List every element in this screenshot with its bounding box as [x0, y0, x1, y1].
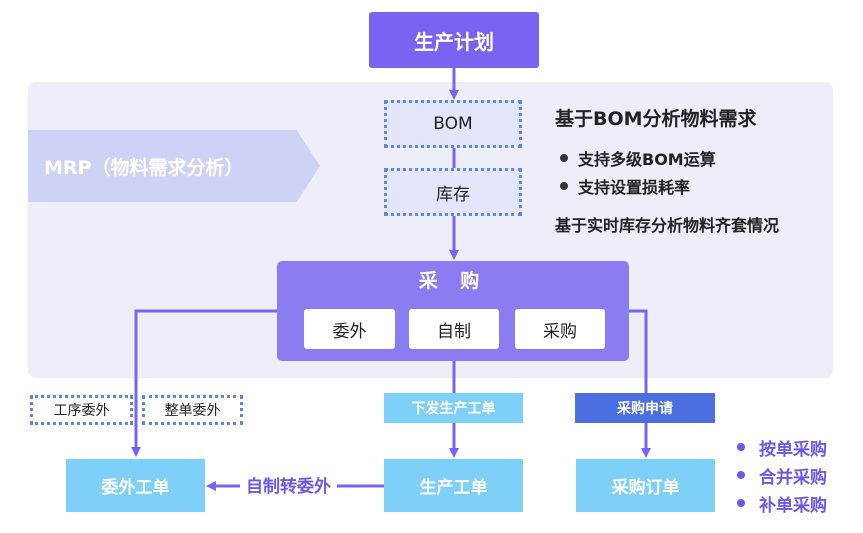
production-plan-node[interactable]: 生产计划 — [369, 12, 539, 68]
info-bullet-item: 支持设置损耗率 — [560, 174, 690, 198]
tag-whole-outsource: 整单委外 — [142, 395, 243, 425]
tag-process-outsource: 工序委外 — [30, 395, 133, 425]
purchase-method-item: 补单采购 — [737, 489, 827, 517]
purchase-method-item: 合并采购 — [737, 461, 827, 489]
convert-to-outsource-label: 自制转委外 — [240, 472, 337, 497]
bullet-dot-icon — [737, 443, 745, 451]
option-purchase[interactable]: 采购 — [515, 309, 605, 349]
arrow-to-purchase-order — [629, 309, 651, 458]
mrp-arrow-shape — [28, 130, 320, 202]
bullet-dot-icon — [737, 499, 745, 507]
bullet-dot-icon — [560, 182, 568, 190]
outsource-order-node[interactable]: 委外工单 — [66, 459, 205, 512]
bom-node[interactable]: BOM — [384, 100, 522, 148]
tag-issue-work-order: 下发生产工单 — [384, 393, 523, 423]
production-order-node[interactable]: 生产工单 — [384, 459, 523, 512]
option-outsource[interactable]: 委外 — [304, 309, 395, 349]
info-bullet-item: 支持多级BOM运算 — [560, 146, 716, 170]
bullet-dot-icon — [737, 471, 745, 479]
bullet-dot-icon — [560, 154, 568, 162]
info-bullet-text: 支持设置损耗率 — [578, 178, 691, 197]
option-self-made[interactable]: 自制 — [409, 309, 499, 349]
info-bullet-text: 支持多级BOM运算 — [578, 150, 716, 169]
stock-node[interactable]: 库存 — [384, 168, 522, 216]
info-note: 基于实时库存分析物料齐套情况 — [555, 216, 780, 235]
purchase-method-text: 合并采购 — [759, 467, 827, 488]
purchase-title: 采 购 — [418, 269, 488, 292]
mrp-label: MRP（物料需求分析） — [44, 156, 244, 179]
arrow-to-outsource-order — [131, 309, 277, 457]
purchase-method-text: 按单采购 — [759, 439, 827, 460]
info-title: 基于BOM分析物料需求 — [555, 108, 757, 130]
purchase-order-node[interactable]: 采购订单 — [576, 459, 715, 512]
purchase-method-text: 补单采购 — [759, 495, 827, 516]
purchase-methods-list: 按单采购 合并采购 补单采购 — [737, 433, 827, 517]
purchase-method-item: 按单采购 — [737, 433, 827, 461]
tag-purchase-request: 采购申请 — [575, 393, 715, 423]
